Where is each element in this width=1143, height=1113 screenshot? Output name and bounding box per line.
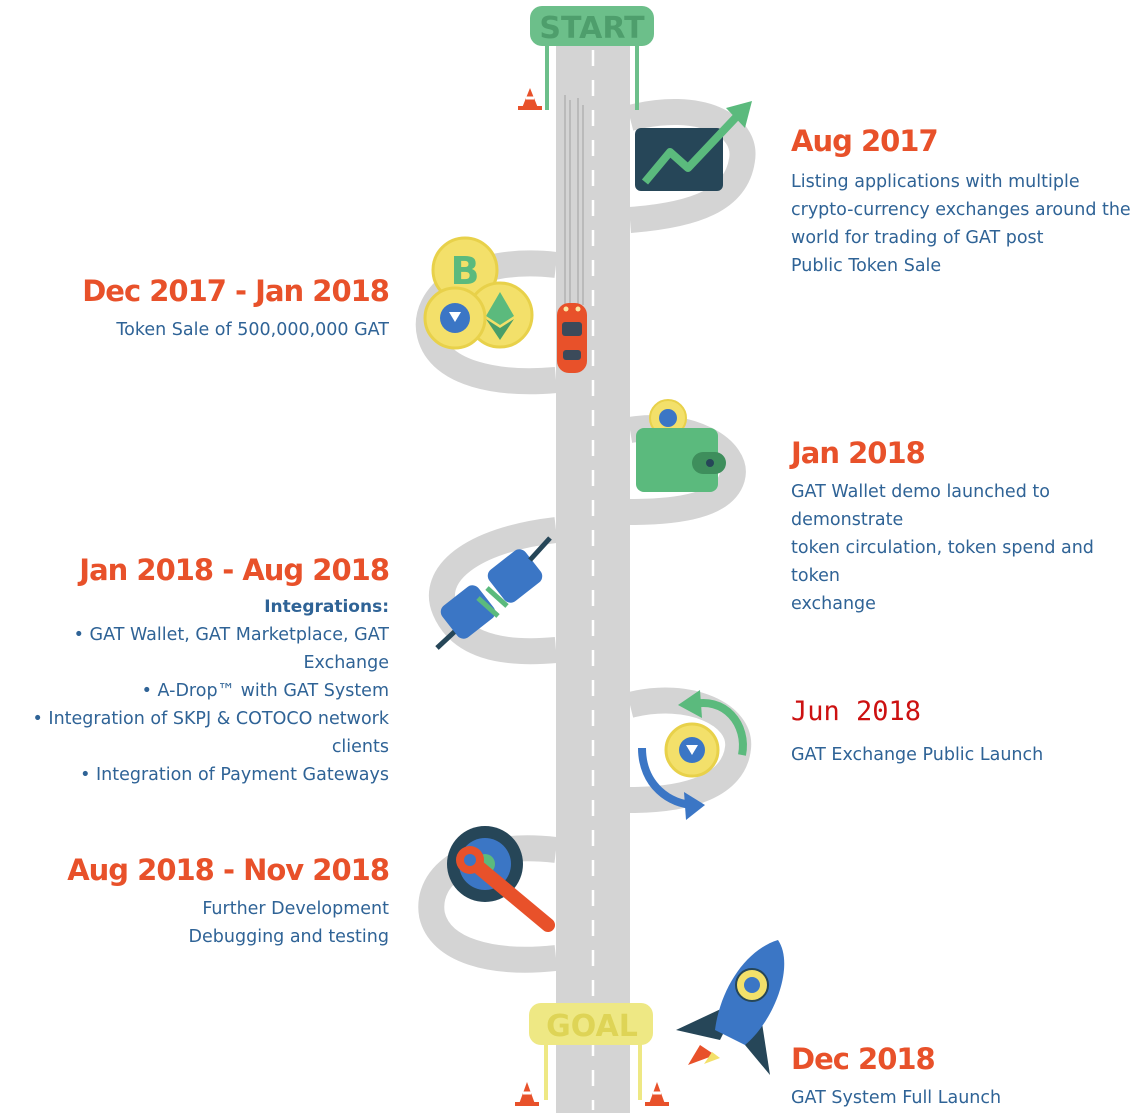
svg-text:B: B <box>451 249 480 293</box>
description-line: • A-Drop™ with GAT System <box>141 681 389 701</box>
milestone-date: Aug 2018 - Nov 2018 <box>67 853 390 887</box>
milestone-dec-2018: Dec 2018 GAT System Full Launch <box>791 1042 1001 1112</box>
description-line: • Integration of Payment Gateways <box>80 765 389 785</box>
milestone-description: Token Sale of 500,000,000 GAT <box>82 316 389 344</box>
description-line: Public Token Sale <box>791 256 942 276</box>
description-line: Further Development <box>202 899 389 919</box>
skid-marks <box>564 95 584 312</box>
description-line: GAT Exchange Public Launch <box>791 745 1044 765</box>
milestone-date: Aug 2017 <box>791 124 939 158</box>
description-line: crypto-currency exchanges around the <box>791 200 1131 220</box>
goal-sign: GOAL <box>529 1003 653 1100</box>
milestone-description: Further Development Debugging and testin… <box>67 895 389 951</box>
milestone-dec-2017-jan-2018: Dec 2017 - Jan 2018 Token Sale of 500,00… <box>82 274 390 344</box>
milestone-description: • GAT Wallet, GAT Marketplace, GAT Excha… <box>0 621 389 789</box>
description-line: GAT System Full Launch <box>791 1088 1002 1108</box>
description-line: • Integration of SKPJ & COTOCO network c… <box>32 709 389 757</box>
exchange-cycle-icon <box>638 690 747 820</box>
crypto-coins-icon: B <box>423 236 534 350</box>
tire-wrench-icon <box>447 826 555 932</box>
traffic-cone-icon <box>645 1082 669 1106</box>
integrations-heading: Integrations: <box>264 597 389 617</box>
start-sign-label: START <box>539 11 645 46</box>
milestone-description: GAT Exchange Public Launch <box>791 741 1043 769</box>
milestone-date: Jan 2018 - Aug 2018 <box>79 553 390 587</box>
goal-sign-label: GOAL <box>546 1009 638 1044</box>
milestone-jan-2018: Jan 2018 GAT Wallet demo launched to dem… <box>791 436 1143 618</box>
milestone-description: Listing applications with multiple crypt… <box>791 168 1131 280</box>
description-line: exchange <box>791 594 876 614</box>
chart-up-icon <box>635 101 752 191</box>
description-line: Debugging and testing <box>188 927 389 947</box>
description-line: GAT Wallet demo launched to demonstrate <box>791 482 1050 530</box>
rocket-icon <box>676 940 785 1075</box>
milestone-description: GAT System Full Launch <box>791 1084 1001 1112</box>
milestone-date: Jun 2018 <box>791 696 922 727</box>
milestone-jun-2018: Jun 2018 GAT Exchange Public Launch <box>791 695 1043 769</box>
milestone-aug-2017: Aug 2017 Listing applications with multi… <box>791 124 1131 280</box>
description-line: world for trading of GAT post <box>791 228 1044 248</box>
description-line: Token Sale of 500,000,000 GAT <box>116 320 389 340</box>
milestone-description: GAT Wallet demo launched to demonstrate … <box>791 478 1143 618</box>
plug-icon <box>435 536 552 650</box>
milestone-aug-2018-nov-2018: Aug 2018 - Nov 2018 Further Development … <box>67 853 390 951</box>
wallet-icon <box>636 399 726 492</box>
traffic-cone-icon <box>515 1082 539 1106</box>
start-sign: START <box>530 6 654 110</box>
description-line: • GAT Wallet, GAT Marketplace, GAT Excha… <box>73 625 389 673</box>
milestone-date: Dec 2018 <box>791 1042 936 1076</box>
car-icon <box>557 303 587 373</box>
description-line: token circulation, token spend and token <box>791 538 1094 586</box>
traffic-cone-icon <box>518 88 542 110</box>
description-line: Listing applications with multiple <box>791 172 1080 192</box>
milestone-date: Dec 2017 - Jan 2018 <box>82 274 390 308</box>
milestone-date: Jan 2018 <box>791 436 926 470</box>
milestone-jan-2018-aug-2018: Jan 2018 - Aug 2018 Integrations: • GAT … <box>0 553 390 789</box>
